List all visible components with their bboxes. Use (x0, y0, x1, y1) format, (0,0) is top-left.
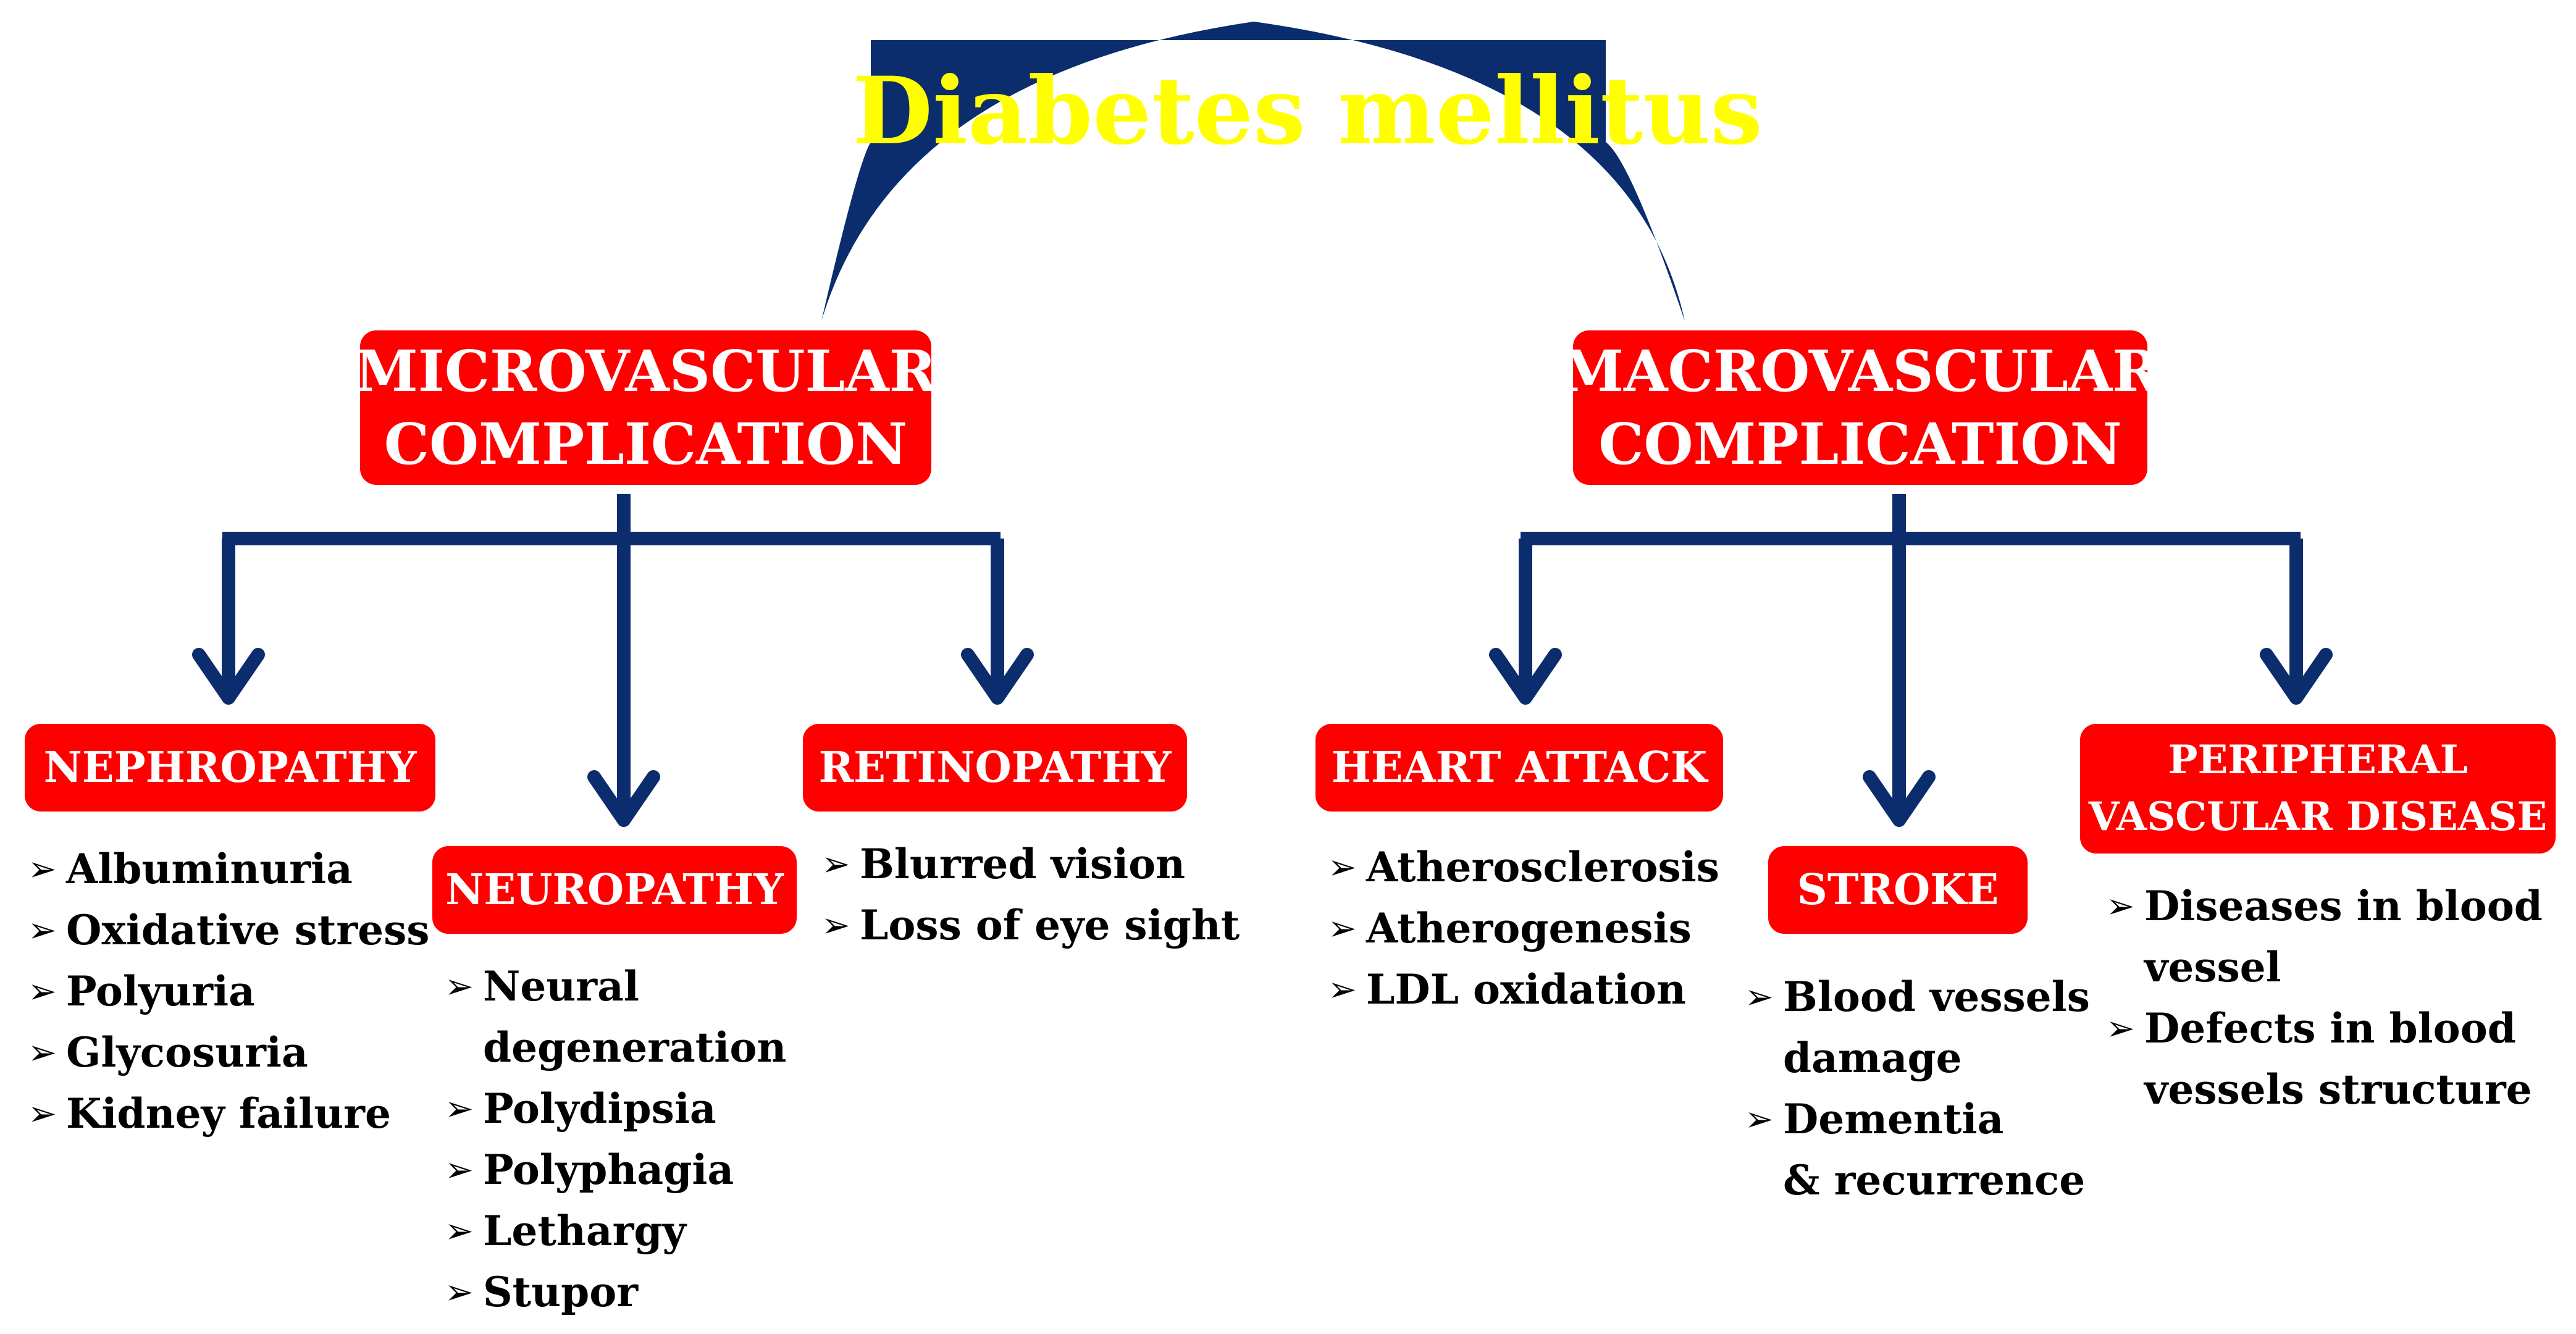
list-item-line: degeneration (483, 1023, 787, 1072)
peripheral-vascular-disease-box: PERIPHERAL VASCULAR DISEASE (2080, 724, 2556, 854)
list-item: Neural degeneration (445, 956, 786, 1078)
arrowhead-retinopathy (961, 648, 1034, 705)
list-item: Atherogenesis (1328, 898, 1719, 959)
list-item: Lethargy (445, 1201, 786, 1262)
list-item: Dementia & recurrence (1745, 1089, 2090, 1211)
list-item: Albuminuria (28, 839, 429, 900)
list-item: Blurred vision (821, 834, 1240, 895)
list-item-line: Neural (483, 962, 639, 1010)
arrowhead-heart-attack (1489, 648, 1562, 705)
list-item: Oxidative stress (28, 900, 429, 961)
arrowhead-pvd (2260, 648, 2333, 705)
retinopathy-box: RETINOPATHY (803, 724, 1187, 812)
nephropathy-label: NEPHROPATHY (43, 743, 417, 792)
list-item-line: vessel (2144, 943, 2281, 991)
list-item: Diseases in blood vessel (2106, 876, 2543, 998)
list-item-line: Blood vessels (1783, 973, 2090, 1021)
microvascular-label-line2: COMPLICATION (384, 411, 908, 477)
stroke-list: Blood vessels damage Dementia & recurren… (1745, 967, 2090, 1211)
nephropathy-list: Albuminuria Oxidative stress Polyuria Gl… (28, 839, 429, 1144)
list-item: Glycosuria (28, 1022, 429, 1083)
neuropathy-list: Neural degeneration Polydipsia Polyphagi… (445, 956, 786, 1323)
retinopathy-list: Blurred vision Loss of eye sight (821, 834, 1240, 956)
list-item-line: damage (1783, 1034, 1962, 1082)
list-item: Defects in blood vessels structure (2106, 998, 2543, 1120)
macrovascular-label-line1: MACROVASCULAR (1561, 338, 2160, 405)
list-item-line: vessels structure (2144, 1065, 2532, 1114)
list-item-line: Dementia (1783, 1095, 2004, 1143)
arrowhead-nephropathy (192, 648, 265, 705)
neuropathy-box: NEUROPATHY (432, 846, 797, 934)
heart-attack-label: HEART ATTACK (1331, 743, 1708, 792)
list-item: Loss of eye sight (821, 895, 1240, 956)
microvascular-complication-box: MICROVASCULAR COMPLICATION (355, 330, 936, 485)
nephropathy-box: NEPHROPATHY (25, 724, 435, 812)
list-item: LDL oxidation (1328, 959, 1719, 1020)
list-item: Polyuria (28, 961, 429, 1022)
macrovascular-label-line2: COMPLICATION (1598, 411, 2122, 477)
arrowhead-neuropathy (587, 770, 660, 827)
pvd-label-line1: PERIPHERAL (2168, 737, 2468, 783)
list-item-line: & recurrence (1783, 1156, 2086, 1204)
list-item: Kidney failure (28, 1083, 429, 1144)
microvascular-label-line1: MICROVASCULAR (355, 338, 937, 405)
list-item: Stupor (445, 1262, 786, 1323)
stroke-box: STROKE (1768, 846, 2028, 934)
pvd-label-line2: VASCULAR DISEASE (2088, 794, 2548, 840)
list-item: Atherosclerosis (1328, 837, 1719, 898)
title-banner (821, 22, 1685, 321)
retinopathy-label: RETINOPATHY (818, 743, 1172, 792)
macrovascular-complication-box: MACROVASCULAR COMPLICATION (1561, 330, 2160, 485)
heart-attack-list: Atherosclerosis Atherogenesis LDL oxidat… (1328, 837, 1719, 1020)
list-item-line: Defects in blood (2144, 1004, 2516, 1052)
stroke-label: STROKE (1797, 865, 1999, 915)
diagram-title: Diabetes mellitus (852, 57, 1763, 166)
heart-attack-box: HEART ATTACK (1315, 724, 1723, 812)
list-item: Blood vessels damage (1745, 967, 2090, 1089)
pvd-list: Diseases in blood vessel Defects in bloo… (2106, 876, 2543, 1120)
list-item: Polydipsia (445, 1078, 786, 1139)
arrowhead-stroke (1863, 770, 1936, 827)
neuropathy-label: NEUROPATHY (445, 865, 784, 915)
list-item-line: Diseases in blood (2144, 882, 2543, 930)
list-item: Polyphagia (445, 1139, 786, 1201)
